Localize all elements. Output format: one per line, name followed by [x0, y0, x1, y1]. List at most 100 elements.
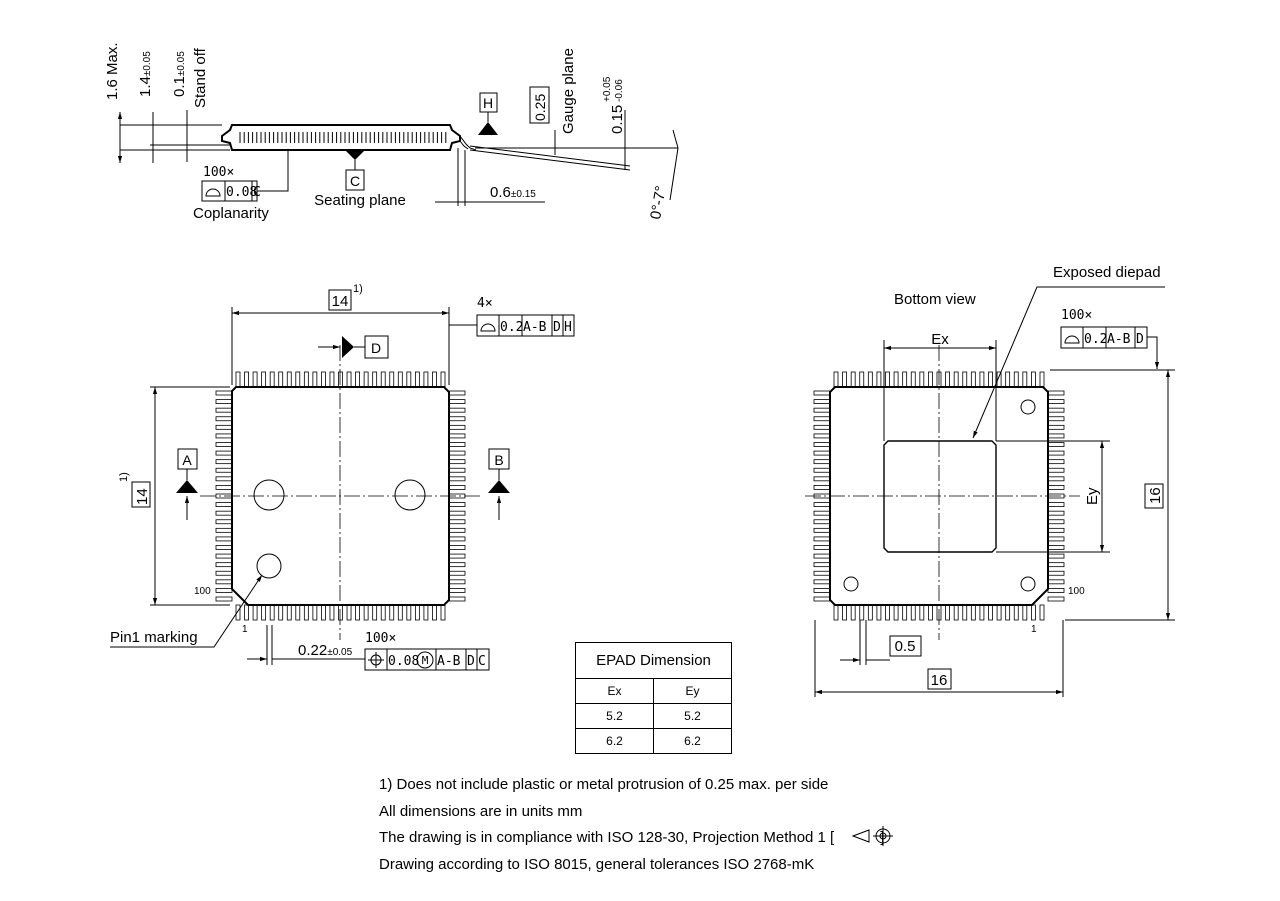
lead-right	[448, 553, 466, 559]
top-height-dim: 14	[134, 488, 151, 505]
lead-left	[215, 416, 233, 422]
lead-bottom	[440, 604, 446, 621]
table-row: 6.2 6.2	[575, 728, 733, 754]
lead-top	[1005, 371, 1011, 388]
lead-left	[813, 596, 831, 602]
lead-right	[1047, 476, 1065, 482]
position-frame-count: 100×	[365, 631, 396, 646]
coplanarity-count: 100×	[203, 165, 234, 180]
lead-top	[988, 371, 993, 388]
lead-left	[813, 553, 831, 559]
pin1-marking-label: Pin1 marking	[110, 629, 198, 646]
lead-top	[414, 371, 420, 388]
lead-right	[1047, 502, 1065, 507]
top-pin-1-label: 1	[242, 624, 248, 635]
ejector-mark-right	[394, 479, 426, 511]
lead-bottom	[295, 604, 301, 621]
lead-top	[919, 371, 925, 388]
lead-right	[1047, 407, 1065, 413]
lead-top	[235, 371, 241, 388]
lead-bottom	[928, 604, 933, 621]
lead-top	[252, 371, 258, 388]
lead-left	[215, 562, 233, 568]
gauge-value: 0.25	[532, 94, 548, 121]
mmc-modifier-icon	[416, 651, 434, 669]
lead-right	[448, 399, 466, 404]
datum-h-label: H	[483, 95, 493, 111]
lead-bottom	[303, 604, 309, 621]
pin1-marking	[256, 553, 282, 579]
lead-top	[432, 371, 437, 388]
lead-left	[813, 510, 831, 516]
lead-bottom	[414, 604, 420, 621]
position-frame-value: 0.08	[388, 654, 419, 669]
lead-top	[885, 371, 890, 388]
lead-top	[406, 371, 412, 388]
lead-left	[215, 407, 233, 413]
drawing-notes: 1) Does not include plastic or metal pro…	[379, 772, 979, 878]
bottom-frame-value: 0.2	[1084, 332, 1107, 347]
lead-right	[448, 390, 466, 396]
side-view: H C Seating plane 0.25 Gauge plane 1.6 M…	[104, 42, 679, 222]
lead-bottom	[355, 604, 360, 621]
exposed-diepad	[883, 440, 997, 553]
lead-right	[1047, 390, 1065, 396]
bottom-frame-datum-d: D	[1136, 332, 1144, 347]
lead-top	[945, 371, 950, 388]
lead-left	[813, 527, 831, 533]
lead-right	[448, 485, 466, 490]
lead-top	[346, 371, 352, 388]
lead-top	[928, 371, 933, 388]
lead-right	[448, 502, 466, 507]
lead-top	[338, 371, 343, 388]
lead-width-label: 0.22±0.05	[298, 642, 353, 659]
profile-frame-datum-h: H	[564, 320, 572, 335]
datum-c-label: C	[350, 173, 360, 189]
lead-bottom	[235, 604, 241, 621]
lead-left	[813, 442, 831, 447]
lead-left	[215, 502, 233, 507]
lead-left	[813, 579, 831, 585]
position-frame-datum-c: C	[478, 654, 486, 669]
lead-right	[448, 510, 466, 516]
bottom-frame-count: 100×	[1061, 308, 1092, 323]
epad-dimension-table: EPAD Dimension Ex Ey 5.2 5.2 6.2 6.2	[575, 642, 733, 754]
lead-left	[215, 450, 233, 456]
lead-left	[215, 390, 233, 396]
lead-bottom	[286, 604, 292, 621]
lead-bottom	[988, 604, 993, 621]
lead-right	[448, 527, 466, 533]
bottom-overall-w: 16	[931, 672, 948, 689]
position-symbol-icon	[368, 652, 384, 668]
lead-right	[1047, 467, 1065, 473]
lead-bottom	[945, 604, 950, 621]
lead-right	[1047, 562, 1065, 568]
lead-bottom	[397, 604, 403, 621]
lead-right	[1047, 510, 1065, 516]
lead-bottom	[859, 604, 865, 621]
lead-right	[1047, 416, 1065, 422]
lead-left	[813, 476, 831, 482]
lead-right	[448, 536, 466, 542]
lead-top	[962, 371, 968, 388]
profile-symbol-icon	[1064, 335, 1080, 344]
lead-bottom	[269, 604, 275, 621]
lead-bottom	[1005, 604, 1011, 621]
angle-label: 0°-7°	[647, 185, 670, 221]
lead-top	[1039, 371, 1045, 388]
lead-left	[215, 527, 233, 533]
side-gull-lead	[459, 135, 477, 151]
lead-top	[363, 371, 369, 388]
lead-right	[448, 442, 466, 447]
lead-bottom	[321, 604, 326, 621]
table-row: 5.2 5.2	[575, 703, 733, 729]
lead-top	[440, 371, 446, 388]
lead-bottom	[893, 604, 899, 621]
body-height-label: 1.4±0.05	[137, 51, 154, 97]
top-height-note: 1)	[118, 472, 130, 482]
coplanarity-label: Coplanarity	[193, 205, 269, 222]
lead-right	[448, 450, 466, 456]
lead-top	[389, 371, 395, 388]
lead-bottom	[261, 604, 267, 621]
